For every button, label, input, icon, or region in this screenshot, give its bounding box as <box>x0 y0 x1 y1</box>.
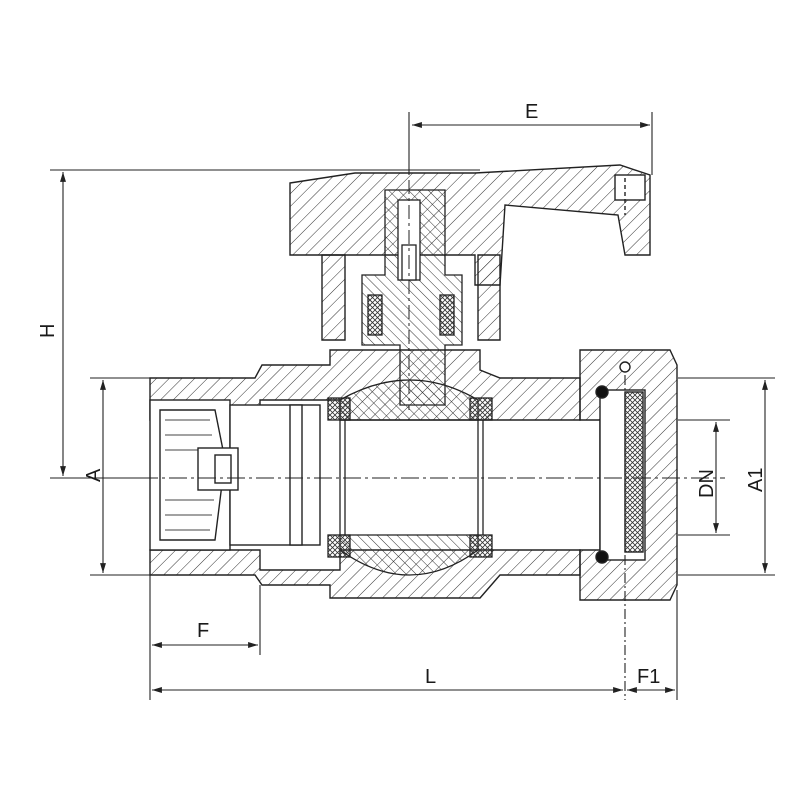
dimension-label-e: E <box>525 101 538 123</box>
dimension-label-dn: DN <box>696 469 718 498</box>
dimension-label-f: F <box>197 620 209 642</box>
dimension-label-a1: A1 <box>745 468 767 492</box>
dimension-label-h: H <box>37 324 59 338</box>
union-nut <box>579 349 678 601</box>
dimension-label-l: L <box>425 666 436 688</box>
dimension-label-f1: F1 <box>637 666 660 688</box>
ball-and-seats <box>327 379 493 576</box>
dimension-label-a: A <box>83 468 105 482</box>
lever-handle <box>289 164 651 341</box>
dimension-lines <box>50 112 775 700</box>
